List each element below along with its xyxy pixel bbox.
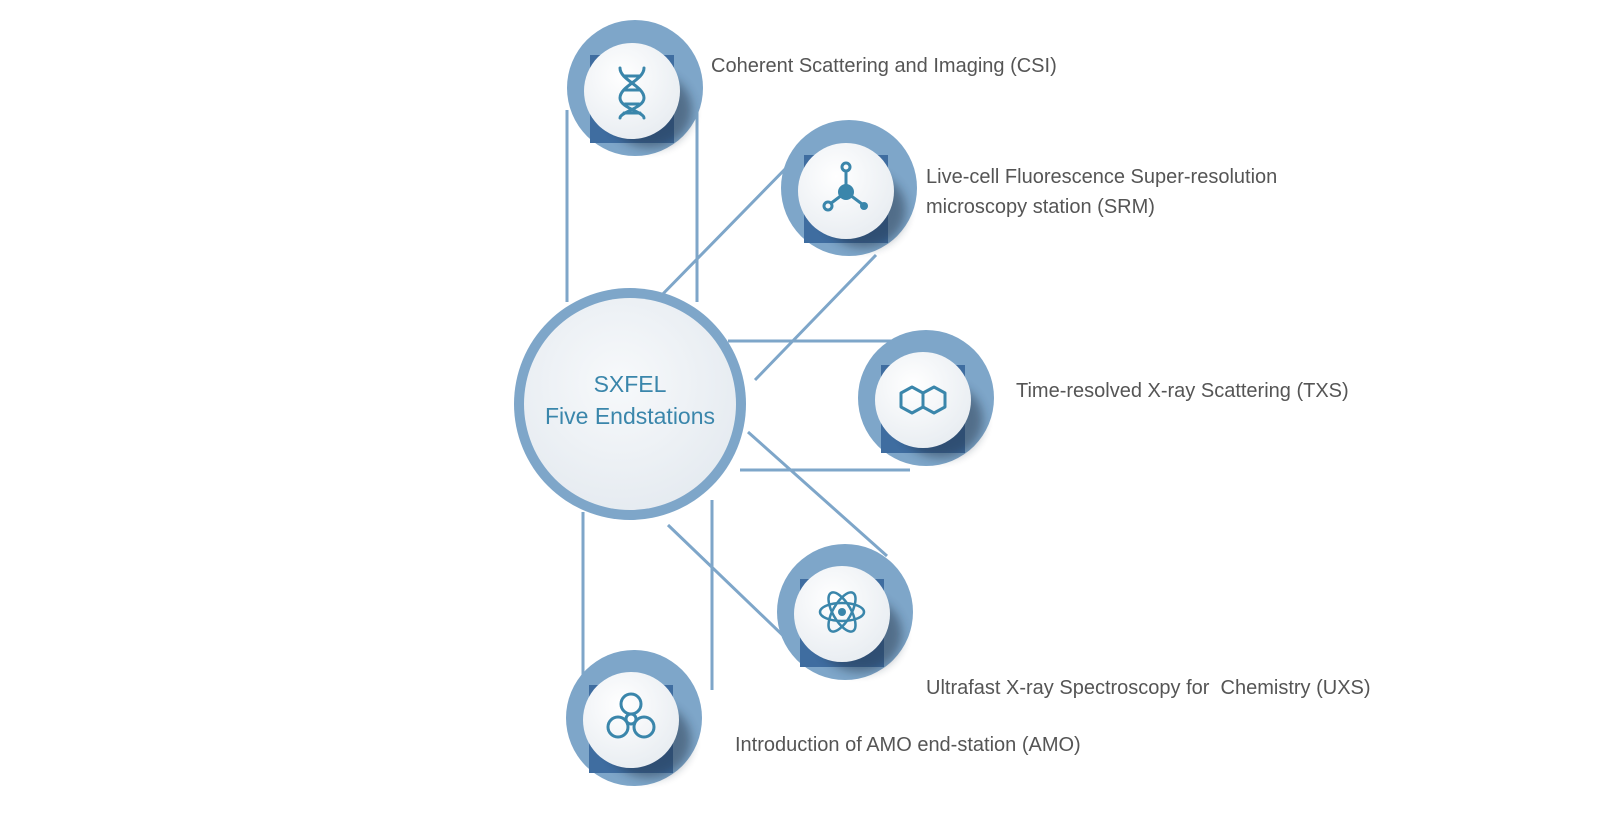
connector-uxs-upper bbox=[747, 430, 888, 558]
hub-title-line2: Five Endstations bbox=[544, 403, 716, 429]
connector-srm-lower bbox=[753, 253, 878, 382]
station-node-txs[interactable] bbox=[858, 330, 994, 466]
hexagon-rings-icon bbox=[899, 385, 947, 415]
station-label-srm-line1: Live-cell Fluorescence Super-resolution bbox=[926, 166, 1278, 188]
connector-uxs-lower bbox=[666, 523, 798, 650]
hub-title-line1: SXFEL bbox=[593, 371, 667, 397]
station-label-srm[interactable]: Live-cell Fluorescence Super-resolution … bbox=[926, 162, 1277, 222]
molecule-icon bbox=[822, 161, 868, 212]
station-label-csi-line1: Coherent Scattering and Imaging (CSI) bbox=[711, 55, 1057, 77]
hub-node bbox=[514, 288, 746, 520]
station-label-amo[interactable]: Introduction of AMO end-station (AMO) bbox=[735, 730, 1081, 760]
hub-title: SXFEL Five Endstations bbox=[520, 368, 740, 432]
station-label-uxs[interactable]: Ultrafast X-ray Spectroscopy for Chemist… bbox=[926, 613, 1371, 733]
station-label-srm-line2: microscopy station (SRM) bbox=[926, 196, 1155, 218]
station-label-txs-line1: Time-resolved X-ray Scattering (TXS) bbox=[1016, 380, 1349, 402]
dna-icon bbox=[618, 66, 646, 120]
station-node-csi[interactable] bbox=[567, 20, 703, 156]
atom-icon bbox=[818, 591, 866, 633]
station-label-csi[interactable]: Coherent Scattering and Imaging (CSI) bbox=[711, 51, 1057, 81]
connector-srm-upper bbox=[653, 160, 794, 304]
station-node-srm[interactable] bbox=[781, 120, 917, 256]
connector-lines bbox=[565, 110, 910, 690]
station-label-uxs-line1: Ultrafast X-ray Spectroscopy for Chemist… bbox=[926, 677, 1371, 699]
station-label-txs[interactable]: Time-resolved X-ray Scattering (TXS) bbox=[1016, 376, 1349, 406]
station-node-uxs[interactable] bbox=[777, 544, 913, 680]
biohazard-icon bbox=[606, 692, 656, 739]
station-label-amo-line1: Introduction of AMO end-station (AMO) bbox=[735, 734, 1081, 756]
station-node-amo[interactable] bbox=[566, 650, 702, 786]
